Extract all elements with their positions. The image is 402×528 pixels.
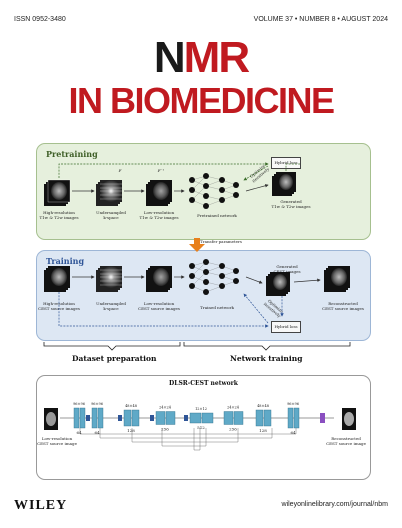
pretraining-finv-label: F⁻¹ bbox=[157, 168, 165, 173]
journal-title-line1: NMR bbox=[0, 36, 402, 80]
dlsr-conv-block bbox=[91, 407, 98, 429]
dlsr-size-label: 96×96 bbox=[73, 402, 85, 406]
dlsr-conv-block bbox=[79, 407, 86, 429]
publisher-logo: WILEY bbox=[14, 498, 68, 513]
pretraining-kspace-stack bbox=[96, 180, 122, 206]
dlsr-conv-block bbox=[263, 409, 272, 427]
bracket-network-training bbox=[183, 342, 351, 351]
dlsr-pool-block bbox=[184, 415, 188, 421]
dlsr-conv-block bbox=[189, 412, 202, 424]
dlsr-skip-connection bbox=[99, 428, 273, 439]
dlsr-output-conv-block bbox=[320, 413, 325, 423]
training-kspace-stack bbox=[96, 266, 122, 292]
dlsr-skip-connection bbox=[161, 428, 207, 447]
issn-label: ISSN 0952-3480 bbox=[14, 16, 66, 23]
dlsr-conv-block bbox=[287, 407, 294, 429]
dlsr-skip-connection bbox=[193, 428, 201, 451]
dlsr-channel-label: 64 bbox=[94, 430, 100, 435]
dlsr-conv-block bbox=[97, 407, 104, 429]
dlsr-size-label: 96×96 bbox=[287, 402, 299, 406]
dlsr-input-brain bbox=[46, 412, 56, 426]
pretraining-hybrid-loss-box: Hybrid loss bbox=[271, 157, 301, 169]
pretraining-f-label: F bbox=[118, 168, 122, 173]
dlsr-skip-connection bbox=[79, 428, 297, 435]
dlsr-conv-block bbox=[233, 411, 244, 425]
dlsr-size-label: 24×24 bbox=[227, 406, 240, 410]
dlsr-conv-block bbox=[155, 411, 166, 425]
dlsr-size-label: 24×24 bbox=[159, 406, 172, 410]
training-reconstructed-stack bbox=[324, 266, 350, 292]
journal-title-mr: MR bbox=[183, 33, 250, 82]
dlsr-conv-block bbox=[73, 407, 80, 429]
dlsr-channel-label: 64 bbox=[290, 430, 296, 435]
dlsr-conv-block bbox=[123, 409, 132, 427]
dlsr-conv-block bbox=[131, 409, 140, 427]
dlsr-conv-block bbox=[293, 407, 300, 429]
pretraining-network bbox=[189, 173, 239, 209]
dlsr-size-label: 48×48 bbox=[257, 404, 269, 408]
dlsr-cest-title: DLSR-CEST network bbox=[169, 380, 238, 387]
dlsr-pool-block bbox=[118, 415, 122, 421]
dlsr-skip-connection bbox=[131, 428, 239, 443]
pretraining-hr-stack bbox=[44, 179, 71, 206]
training-hybrid-loss-box: Hybrid loss bbox=[271, 321, 301, 333]
transfer-arrow bbox=[189, 238, 205, 252]
dlsr-channel-label: 128 bbox=[127, 428, 135, 433]
dlsr-size-label: 12×12 bbox=[195, 407, 207, 411]
dlsr-size-label: 48×48 bbox=[125, 404, 137, 408]
dlsr-pool-block bbox=[86, 415, 90, 421]
training-network-label: Trained network bbox=[200, 305, 234, 310]
volume-issue-date: VOLUME 37 • NUMBER 8 • AUGUST 2024 bbox=[253, 16, 388, 23]
dlsr-conv-block bbox=[255, 409, 264, 427]
dlsr-channel-label: 512 bbox=[197, 425, 205, 430]
dlsr-conv-block bbox=[201, 412, 214, 424]
network-training-label: Network training bbox=[230, 354, 303, 363]
dataset-preparation-label: Dataset preparation bbox=[72, 354, 157, 363]
dlsr-conv-block bbox=[223, 411, 234, 425]
dlsr-output-brain bbox=[344, 412, 354, 426]
training-lr-stack bbox=[146, 266, 172, 292]
training-generated-stack bbox=[266, 272, 290, 296]
dlsr-pool-block bbox=[150, 415, 154, 421]
training-network bbox=[189, 259, 239, 295]
journal-title-n: N bbox=[153, 33, 186, 82]
journal-title-line2: IN BIOMEDICINE bbox=[68, 80, 335, 121]
transfer-parameters-label: Transfer parameters bbox=[200, 239, 242, 244]
training-title: Training bbox=[46, 256, 85, 266]
dlsr-channel-label: 256 bbox=[229, 427, 237, 432]
pretraining-title: Pretraining bbox=[46, 149, 98, 159]
dlsr-channel-label: 64 bbox=[76, 430, 82, 435]
dlsr-conv-block bbox=[165, 411, 176, 425]
dlsr-channel-label: 256 bbox=[161, 427, 169, 432]
cover-footer: WILEY wileyonlinelibrary.com/journal/nbm bbox=[0, 488, 402, 528]
pretraining-lr-stack bbox=[146, 180, 172, 206]
pretraining-generated-stack bbox=[272, 172, 296, 196]
bracket-dataset-preparation bbox=[43, 342, 181, 351]
training-hr-stack bbox=[44, 266, 70, 292]
dlsr-channel-label: 128 bbox=[259, 428, 267, 433]
dlsr-size-label: 96×96 bbox=[91, 402, 103, 406]
journal-url: wileyonlinelibrary.com/journal/nbm bbox=[281, 501, 388, 508]
pretraining-network-label: Pretrained network bbox=[197, 213, 237, 218]
